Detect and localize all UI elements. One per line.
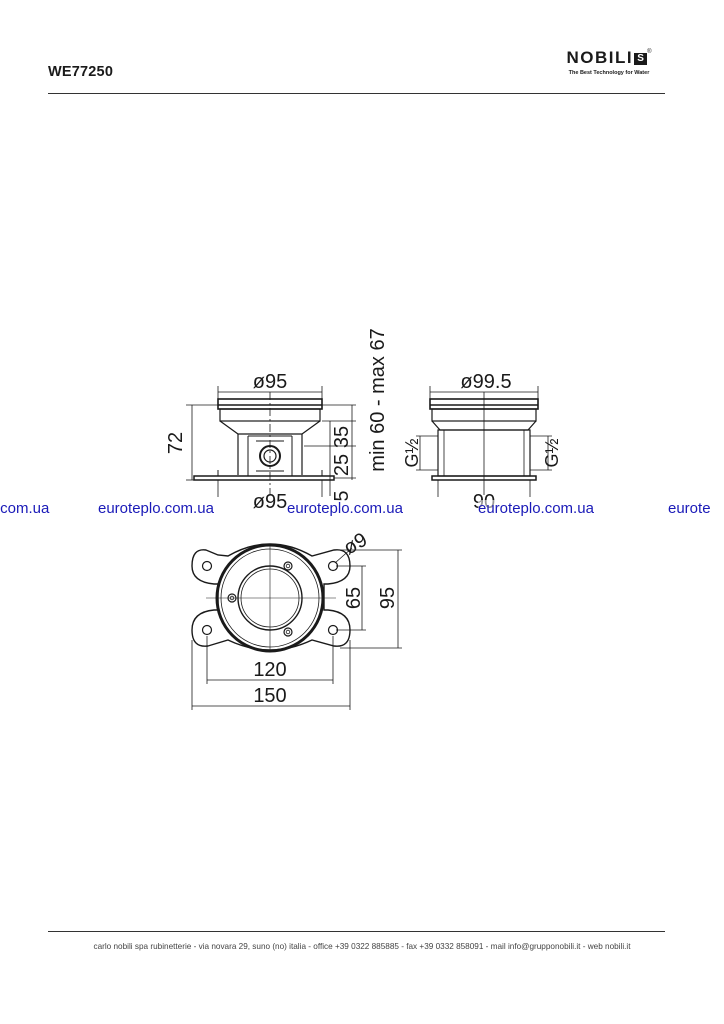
watermark-strip: .com.ua euroteplo.com.ua euroteplo.com.u… [0,500,724,522]
front-thread-left-label: G½ [402,438,422,467]
top-inner-width-label: 120 [253,659,286,681]
side-height-label: 72 [165,432,187,454]
watermark-text: euroteplo.com.ua [287,500,403,517]
footer-contact: carlo nobili spa rubinetterie - via nova… [93,942,631,951]
brand-tagline: The Best Technology for Water [568,70,650,76]
watermark-text: euroteplo.com.ua [478,500,594,517]
front-thread-right-label: G½ [542,438,562,467]
header-divider [48,93,665,94]
front-diameter-label: ø99.5 [460,371,511,393]
front-view [416,386,552,497]
top-outer-height-label: 95 [377,587,399,609]
watermark-text: eurote [668,500,711,517]
side-view [186,386,356,497]
top-inner-height-label: 65 [343,587,365,609]
side-dim-upper-label: 35 [331,426,353,448]
footer-divider [48,931,665,932]
side-dim-lower-label: 5 [331,490,353,501]
side-diameter-label: ø95 [253,371,287,393]
product-code: WE77250 [48,64,114,80]
side-base-diameter-label: ø95 [253,491,287,513]
top-outer-width-label: 150 [253,685,286,707]
watermark-text: .com.ua [0,500,50,517]
top-view [191,543,402,710]
brand-name: NOBILI [566,48,634,67]
side-depth-range-label: min 60 - max 67 [367,328,389,471]
side-dim-middle-label: 25 [331,454,353,476]
brand-mark-icon: S [634,53,648,65]
registered-mark: ® [647,49,652,55]
watermark-text: euroteplo.com.ua [98,500,214,517]
